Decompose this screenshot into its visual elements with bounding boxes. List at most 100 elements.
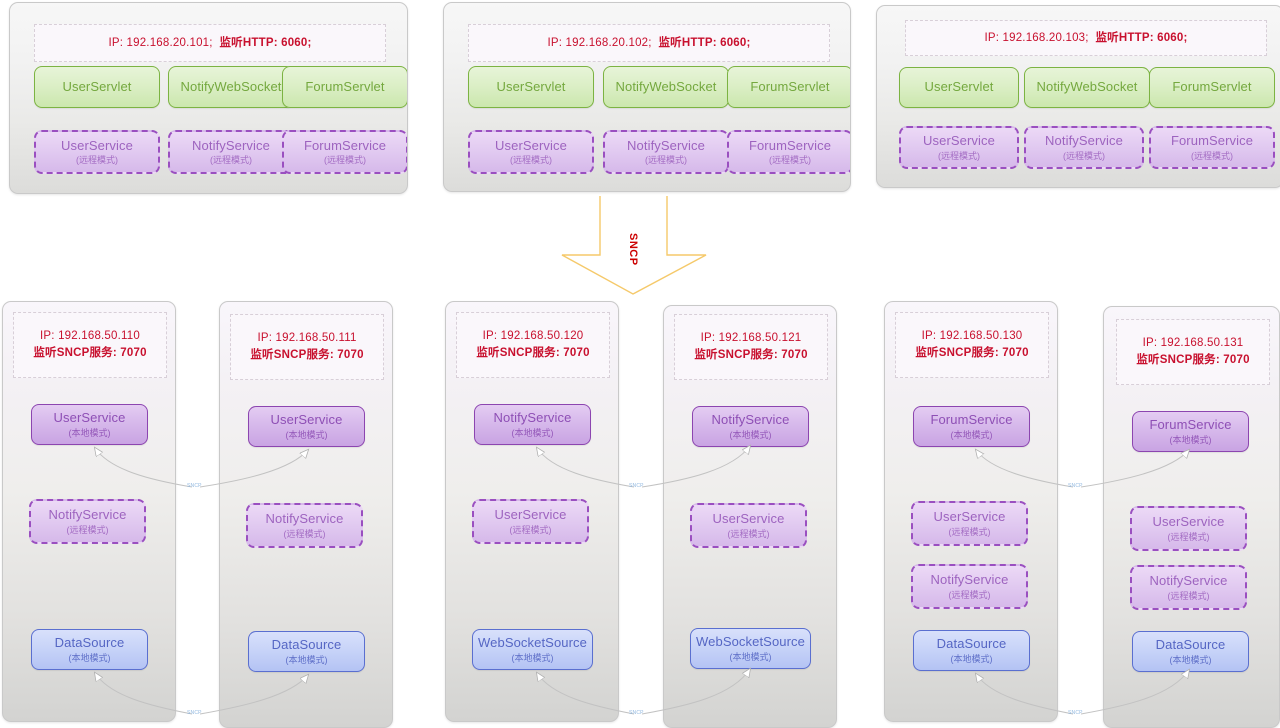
ip-address: IP: 192.168.20.102;: [547, 36, 652, 49]
service-box[interactable]: UserService (远程模式): [690, 503, 807, 548]
service-box[interactable]: UserService (远程模式): [468, 130, 594, 174]
link-label: SNCP: [187, 710, 202, 716]
service-box[interactable]: ForumService (远程模式): [282, 130, 407, 174]
servlet-box[interactable]: ForumServlet: [727, 66, 850, 108]
servlet-box[interactable]: NotifyWebSocket: [168, 66, 294, 108]
servlet-box[interactable]: NotifyWebSocket: [603, 66, 729, 108]
datasource-box[interactable]: WebSocketSource (本地模式): [690, 628, 811, 669]
service-box[interactable]: UserService (远程模式): [899, 126, 1019, 169]
ip-header: IP: 192.168.50.121 监听SNCP服务: 7070: [674, 314, 828, 380]
datasource-box[interactable]: WebSocketSource (本地模式): [472, 629, 593, 670]
service-box[interactable]: UserService (本地模式): [248, 406, 365, 447]
servlet-box[interactable]: UserServlet: [34, 66, 160, 108]
service-mode: (远程模式): [938, 150, 980, 161]
servlet-name: NotifyWebSocket: [615, 78, 717, 94]
service-box[interactable]: NotifyService (远程模式): [29, 499, 146, 544]
service-box[interactable]: ForumService (本地模式): [1132, 411, 1249, 452]
service-mode: (远程模式): [324, 155, 366, 166]
link-label: SNCP: [629, 483, 644, 489]
service-name: UserService: [61, 137, 133, 153]
ip-header: IP: 192.168.50.131 监听SNCP服务: 7070: [1116, 319, 1270, 385]
service-mode: (远程模式): [645, 155, 687, 166]
listen-port: 监听SNCP服务: 7070: [250, 349, 364, 361]
app-server-panel-103[interactable]: IP: 192.168.20.103; 监听HTTP: 6060; UserSe…: [876, 5, 1280, 188]
listen-port: 监听HTTP: 6060;: [658, 36, 751, 49]
service-mode: (远程模式): [727, 528, 770, 539]
service-name: UserService: [53, 410, 126, 426]
service-box[interactable]: NotifyService (远程模式): [168, 130, 294, 174]
service-name: UserService: [712, 511, 785, 527]
service-mode: (远程模式): [510, 155, 552, 166]
datasource-box[interactable]: DataSource (本地模式): [1132, 631, 1249, 672]
service-name: NotifyService: [192, 137, 270, 153]
servlet-box[interactable]: ForumServlet: [1149, 67, 1275, 108]
servlet-box[interactable]: UserServlet: [899, 67, 1019, 108]
service-node-panel-130[interactable]: IP: 192.168.50.130 监听SNCP服务: 7070 ForumS…: [884, 301, 1058, 722]
service-box[interactable]: UserService (远程模式): [472, 499, 589, 544]
ip-header: IP: 192.168.50.111 监听SNCP服务: 7070: [230, 314, 384, 380]
service-mode: (远程模式): [1167, 531, 1210, 542]
service-name: UserService: [933, 509, 1006, 525]
service-node-panel-121[interactable]: IP: 192.168.50.121 监听SNCP服务: 7070 Notify…: [663, 305, 837, 728]
service-mode: (本地模式): [285, 429, 328, 440]
service-box[interactable]: NotifyService (远程模式): [603, 130, 729, 174]
service-mode: (本地模式): [729, 429, 772, 440]
service-mode: (远程模式): [283, 528, 326, 539]
servlet-box[interactable]: UserServlet: [468, 66, 594, 108]
service-box[interactable]: UserService (本地模式): [31, 404, 148, 445]
servlet-name: ForumServlet: [750, 78, 830, 94]
listen-port: 监听SNCP服务: 7070: [915, 347, 1029, 359]
service-mode: (本地模式): [1169, 434, 1212, 445]
service-box[interactable]: NotifyService (远程模式): [1024, 126, 1144, 169]
datasource-box[interactable]: DataSource (本地模式): [31, 629, 148, 670]
service-box[interactable]: ForumService (本地模式): [913, 406, 1030, 447]
service-name: UserService: [494, 507, 567, 523]
service-name: UserService: [1152, 514, 1225, 530]
listen-port: 监听SNCP服务: 7070: [694, 349, 808, 361]
service-box[interactable]: NotifyService (本地模式): [692, 406, 809, 447]
service-mode: (本地模式): [511, 427, 554, 438]
service-box[interactable]: UserService (远程模式): [34, 130, 160, 174]
listen-port: 监听HTTP: 6060;: [1095, 31, 1188, 44]
servlet-name: UserServlet: [62, 78, 132, 94]
service-box[interactable]: UserService (远程模式): [1130, 506, 1247, 551]
servlet-box[interactable]: NotifyWebSocket: [1024, 67, 1150, 108]
ip-address: IP: 192.168.50.131: [1142, 337, 1244, 349]
datasource-name: WebSocketSource: [478, 635, 587, 651]
ip-address: IP: 192.168.50.120: [482, 330, 584, 342]
service-name: NotifyService: [1149, 573, 1228, 589]
service-box[interactable]: NotifyService (远程模式): [911, 564, 1028, 609]
datasource-box[interactable]: DataSource (本地模式): [913, 630, 1030, 671]
app-server-panel-102[interactable]: IP: 192.168.20.102; 监听HTTP: 6060; UserSe…: [443, 2, 851, 192]
service-node-panel-131[interactable]: IP: 192.168.50.131 监听SNCP服务: 7070 ForumS…: [1103, 306, 1280, 728]
datasource-box[interactable]: DataSource (本地模式): [248, 631, 365, 672]
ip-address: IP: 192.168.50.130: [921, 330, 1023, 342]
service-name: UserService: [495, 137, 567, 153]
servlet-name: NotifyWebSocket: [180, 78, 282, 94]
service-box[interactable]: ForumService (远程模式): [727, 130, 850, 174]
datasource-mode: (本地模式): [285, 654, 328, 665]
service-name: ForumService: [748, 137, 832, 153]
service-node-panel-120[interactable]: IP: 192.168.50.120 监听SNCP服务: 7070 Notify…: [445, 301, 619, 722]
service-box[interactable]: NotifyService (远程模式): [1130, 565, 1247, 610]
service-box[interactable]: ForumService (远程模式): [1149, 126, 1275, 169]
servlet-box[interactable]: ForumServlet: [282, 66, 407, 108]
service-name: NotifyService: [930, 572, 1009, 588]
service-box[interactable]: UserService (远程模式): [911, 501, 1028, 546]
service-box[interactable]: NotifyService (本地模式): [474, 404, 591, 445]
link-label: SNCP: [1068, 483, 1083, 489]
service-name: NotifyService: [493, 410, 572, 426]
servlet-name: UserServlet: [924, 79, 994, 95]
service-mode: (远程模式): [948, 526, 991, 537]
service-node-panel-111[interactable]: IP: 192.168.50.111 监听SNCP服务: 7070 UserSe…: [219, 301, 393, 728]
ip-address: IP: 192.168.20.101;: [108, 36, 213, 49]
datasource-name: DataSource: [936, 636, 1007, 652]
service-name: ForumService: [930, 412, 1013, 428]
listen-port: 监听SNCP服务: 7070: [33, 347, 147, 359]
app-server-panel-101[interactable]: IP: 192.168.20.101; 监听HTTP: 6060; UserSe…: [9, 2, 408, 194]
service-box[interactable]: NotifyService (远程模式): [246, 503, 363, 548]
service-name: NotifyService: [1045, 133, 1123, 149]
datasource-mode: (本地模式): [950, 653, 993, 664]
service-mode: (远程模式): [1167, 590, 1210, 601]
service-node-panel-110[interactable]: IP: 192.168.50.110 监听SNCP服务: 7070 UserSe…: [2, 301, 176, 722]
